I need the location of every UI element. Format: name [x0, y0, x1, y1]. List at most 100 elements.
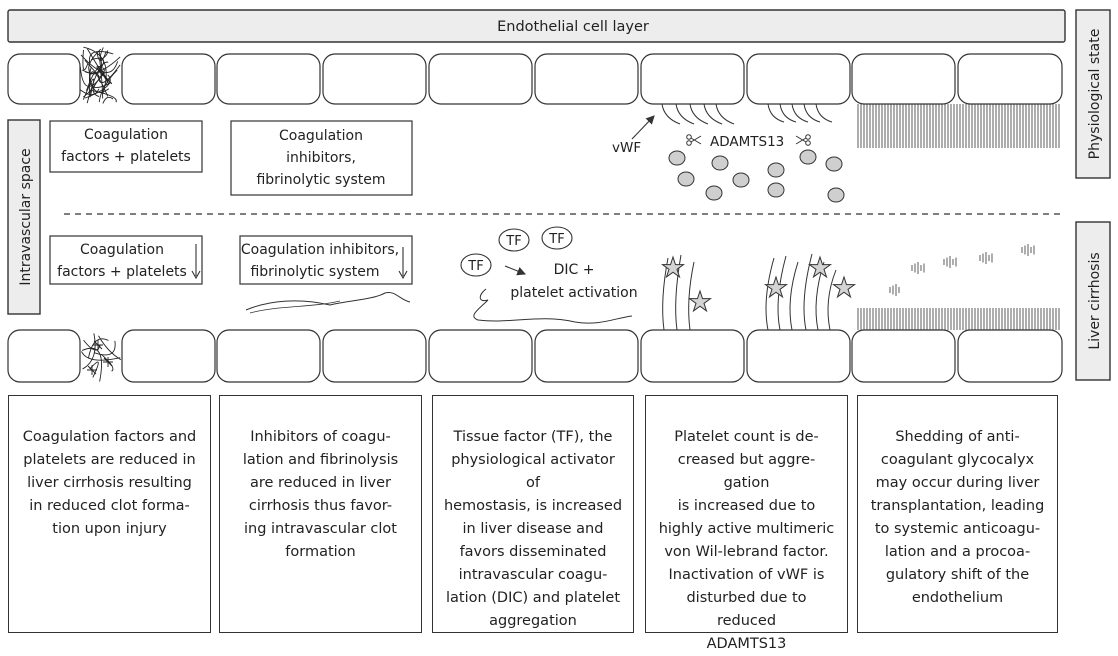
liver-cirrhosis-tab: Liver cirrhosis	[1075, 221, 1111, 381]
caption-2-line: formation	[285, 544, 356, 560]
activated-platelet	[660, 255, 686, 279]
fibrin-fiber	[82, 333, 96, 370]
cirr-box2-line1: Coagulation inhibitors,	[241, 242, 399, 258]
cirr-box2-decrease-arrow-icon	[398, 247, 408, 280]
caption-4-line: ADAMTS13	[706, 636, 787, 652]
platelet	[711, 155, 729, 171]
endothelial-cell	[428, 329, 533, 383]
endothelial-cell	[640, 329, 745, 383]
caption-3: Tissue factor (TF), the physiological ac…	[432, 395, 634, 633]
caption-1-line: Coagulation factors and	[22, 429, 197, 445]
glycocalyx-physiological	[857, 104, 1060, 148]
phys-box2-line3: fibrinolytic system	[256, 172, 385, 188]
activated-platelet	[763, 275, 789, 299]
caption-4-line: creased but aggre-gation	[677, 452, 816, 491]
vwf-strand	[777, 255, 787, 331]
diagram-canvas: Endothelial cell layer Physiological sta…	[7, 9, 1111, 383]
activated-platelets	[660, 255, 857, 313]
caption-4: Platelet count is de- creased but aggre-…	[645, 395, 848, 652]
caption-5-line: Shedding of anti-	[895, 429, 1020, 445]
caption-1: Coagulation factors and platelets are re…	[8, 395, 211, 633]
fibrin-fiber	[84, 74, 111, 99]
caption-5-line: endothelium	[911, 590, 1004, 606]
tf-bubble-3: TF	[460, 253, 492, 277]
vwf-strand	[803, 253, 813, 331]
caption-5-line: lation and a procoa-	[884, 544, 1031, 560]
endothelial-cell	[534, 329, 639, 383]
caption-4-line: von Wil-lebrand factor.	[664, 544, 829, 560]
endothelial-cell	[957, 329, 1063, 383]
platelet	[825, 156, 843, 172]
platelet	[677, 171, 695, 187]
vwf-strand	[661, 103, 681, 125]
vwf-strand	[827, 269, 837, 331]
vwf-strand	[791, 103, 809, 123]
caption-4-line: is increased due to	[677, 498, 816, 514]
fibrin-fiber	[80, 54, 119, 73]
caption-3-line: aggregation	[489, 613, 577, 629]
fibrin-fiber	[96, 50, 107, 62]
platelet	[668, 150, 686, 166]
fibrin-fiber	[81, 351, 121, 361]
fibrin-fiber	[82, 78, 95, 100]
endothelial-cell	[851, 53, 956, 105]
caption-5-line: gulatory shift of the	[885, 567, 1030, 583]
fibrin-fiber	[80, 88, 100, 96]
intravascular-space-label: Intravascular space	[18, 148, 34, 285]
caption-3-line: lation (DIC) and platelet	[445, 590, 621, 606]
endothelial-cells-cirrhosis	[7, 329, 1063, 383]
fibrin-fiber	[91, 90, 117, 103]
caption-3-line: hemostasis, is increased	[443, 498, 623, 514]
fibrin-fiber	[81, 347, 102, 382]
fibrin-fiber	[88, 66, 111, 88]
phys-coagulation-box: Coagulation factors + platelets	[49, 120, 203, 173]
fibrin-fiber	[88, 51, 114, 64]
tf-label-3: TF	[467, 259, 483, 274]
fibrin-strand-col3	[473, 288, 633, 324]
caption-2-line: cirrhosis thus favor-	[248, 498, 393, 514]
platelet-star	[87, 365, 97, 375]
platelet	[705, 185, 723, 201]
endothelial-cell	[322, 329, 427, 383]
vwf-strand	[662, 257, 669, 331]
endothelial-header: Endothelial cell layer	[7, 9, 1066, 43]
endothelial-cell	[216, 329, 321, 383]
caption-3-line: Tissue factor (TF), the	[453, 429, 613, 445]
vwf-strand	[675, 103, 695, 125]
endothelial-cell	[121, 329, 216, 383]
scissors-left-icon	[686, 134, 702, 146]
fibrin-fiber	[98, 335, 122, 361]
vwf-strand	[703, 103, 723, 125]
platelet	[767, 182, 785, 198]
fibrin-fiber	[87, 338, 109, 359]
adamts13-label: ADAMTS13	[710, 134, 784, 150]
cirr-box1-line1: Coagulation	[80, 242, 164, 258]
caption-2-line: ing intravascular clot	[243, 521, 397, 537]
vwf-arrow	[631, 115, 655, 140]
liver-cirrhosis-label: Liver cirrhosis	[1087, 252, 1103, 349]
activated-platelet	[831, 275, 857, 299]
phys-box2-line1: Coagulation	[279, 128, 363, 144]
dic-line1: DIC +	[554, 262, 595, 278]
vwf-strand	[767, 103, 785, 123]
vwf-label: vWF	[612, 140, 641, 156]
fibrin-fiber	[98, 67, 104, 99]
physiological-state-label: Physiological state	[1087, 29, 1103, 160]
cirr-box1-line2: factors + platelets	[57, 264, 187, 280]
fibrin-fiber	[100, 353, 114, 372]
caption-3-line: physiological activator of	[451, 452, 615, 491]
phys-box1-line2: factors + platelets	[61, 149, 191, 165]
phys-inhibitors-box: Coagulation inhibitors, fibrinolytic sys…	[230, 120, 413, 196]
caption-1-line: platelets are reduced in	[23, 452, 196, 468]
endothelial-cell	[746, 329, 851, 383]
caption-3-line: favors disseminated	[459, 544, 607, 560]
caption-5: Shedding of anti- coagulant glycocalyx m…	[857, 395, 1058, 633]
cirr-box2-line2: fibrinolytic system	[250, 264, 379, 280]
scissors-right-icon	[795, 134, 811, 146]
fibrin-strand-col2b	[249, 300, 341, 314]
tf-label-1: TF	[505, 234, 521, 249]
clot-reduced-cirrhosis	[81, 333, 122, 382]
caption-2-line: lation and fibrinolysis	[242, 452, 399, 468]
tf-label-2: TF	[548, 232, 564, 247]
fibrin-strand-col2	[245, 291, 411, 311]
